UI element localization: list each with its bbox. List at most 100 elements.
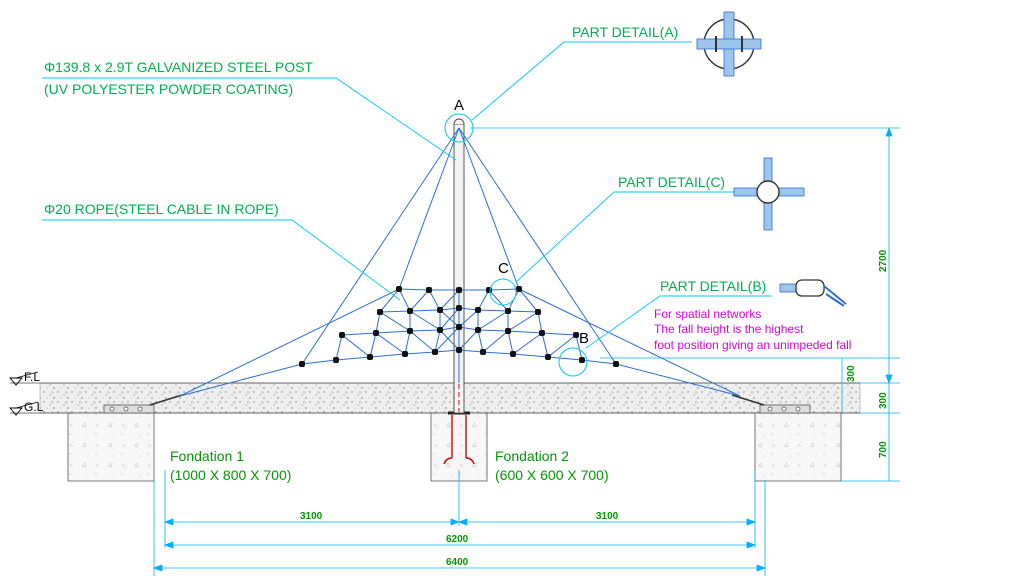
rope-knot [432, 349, 438, 355]
dim-left-span: 3100 [300, 511, 323, 522]
vertical-dimensions [470, 126, 900, 482]
rope-segment [518, 288, 539, 313]
rope-knot [437, 327, 443, 333]
rope-knot [373, 330, 379, 336]
gl-label: G.L [24, 400, 44, 414]
rope-segment [482, 330, 509, 353]
rope-knot [613, 361, 619, 367]
rope-knot [377, 309, 383, 315]
rope-knot [475, 327, 481, 333]
detail-c-symbol [733, 157, 805, 231]
rope-segment [547, 334, 577, 358]
rope-segment [301, 359, 337, 365]
rope-segment [615, 363, 741, 397]
rope-knot [456, 305, 462, 311]
foundation-2-size: (600 X 600 X 700) [495, 467, 609, 483]
marker-c: C [498, 260, 509, 277]
marker-a: A [454, 97, 464, 114]
rope-segment [398, 288, 411, 312]
rope-segment [477, 289, 490, 311]
rope-knot [510, 351, 516, 357]
rope-segment [541, 332, 577, 336]
rope-segment [482, 351, 514, 355]
rope-knot [299, 361, 305, 367]
rope-segment [434, 329, 441, 353]
foundation-left [67, 412, 155, 482]
rope-knots [299, 286, 619, 367]
rope-segment [512, 353, 549, 358]
rope-segment [439, 329, 460, 351]
rope-segment [409, 329, 441, 332]
rope-segment [409, 310, 441, 331]
rope-knot [333, 357, 339, 363]
rope-segment [507, 330, 514, 355]
rope-segment [537, 311, 543, 334]
rope-segment [458, 329, 479, 351]
rope-segment [488, 288, 520, 291]
rope-segment [507, 310, 539, 313]
horizontal-dimensions [152, 470, 767, 576]
rope-segment [477, 329, 509, 332]
dim-height-total: 2700 [878, 249, 889, 272]
rope-segment [369, 332, 377, 358]
rope-segment [541, 332, 549, 358]
rope-segment [409, 289, 430, 312]
rope-knot [456, 287, 462, 293]
rope-knot [396, 286, 402, 292]
rope-segment [179, 363, 303, 397]
rope-segment [379, 288, 400, 313]
ground-slab [39, 382, 861, 414]
rope-segment [404, 351, 436, 355]
rope-segment [458, 127, 520, 290]
dim-height-slab: 300 [878, 392, 889, 409]
foundation-center [430, 412, 488, 482]
rope-segment [477, 310, 509, 331]
dim-right-span: 3100 [596, 511, 619, 522]
rope-segment [341, 332, 377, 336]
rope-segment [398, 127, 460, 290]
rope-knot [573, 332, 579, 338]
post-callout-line2: (UV POLYESTER POWDER COATING) [44, 81, 293, 97]
rope-segment [439, 307, 460, 331]
rope-knot [505, 328, 511, 334]
rope-callout: Φ20 ROPE(STEEL CABLE IN ROPE) [44, 201, 279, 217]
rope-knot [426, 287, 432, 293]
post-callout-line1: Φ139.8 x 2.9T GALVANIZED STEEL POST [44, 59, 313, 75]
rope-segment [404, 330, 411, 355]
rope-knot [339, 332, 345, 338]
rope-knot [407, 308, 413, 314]
rope-segment [375, 330, 411, 334]
rope-knot [367, 354, 373, 360]
foundation-1-size: (1000 X 800 X 700) [170, 467, 291, 483]
rope-segment [379, 311, 411, 332]
rope-segment [512, 332, 543, 355]
detail-a-symbol [696, 11, 762, 77]
rope-segment [439, 289, 460, 311]
marker-b: B [579, 330, 589, 347]
rope-segment [458, 127, 617, 365]
rope-knot [480, 349, 486, 355]
rope-knot [579, 357, 585, 363]
rope-segment [434, 349, 460, 353]
note-line2: The fall height is the highest [654, 322, 804, 336]
fl-label: F.L [24, 370, 40, 384]
detail-b-symbol [779, 279, 847, 307]
rope-segment [488, 289, 509, 312]
rope-knot [539, 330, 545, 336]
rope-net [179, 127, 741, 397]
rope-knot [402, 351, 408, 357]
foundation-1-name: Fondation 1 [170, 448, 244, 464]
dim-inner-span: 6200 [446, 534, 469, 545]
rope-segment [477, 309, 509, 312]
rope-segment [179, 288, 400, 397]
rope-knot [407, 328, 413, 334]
dim-height-footing: 700 [878, 441, 889, 458]
anchor-plate-left [103, 394, 183, 414]
level-marks [9, 371, 39, 416]
rope-segment [375, 311, 381, 334]
rope-knot [535, 309, 541, 315]
rope-segment [398, 288, 430, 291]
rope-knot [456, 347, 462, 353]
rope-knot [437, 307, 443, 313]
